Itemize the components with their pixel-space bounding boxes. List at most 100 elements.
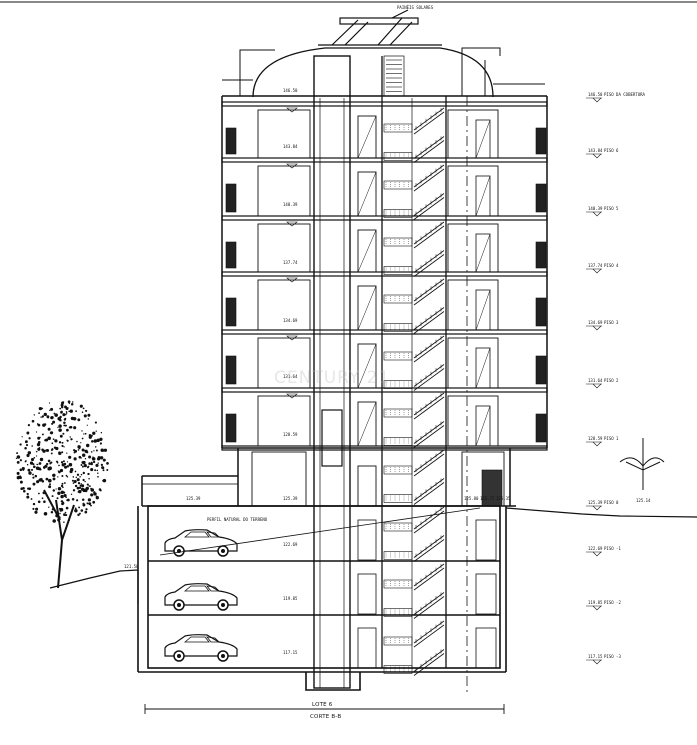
dimension-line <box>144 704 505 714</box>
level-name: PISO 4 <box>604 263 619 268</box>
stair-flight <box>383 221 445 249</box>
elev-entry-2: 125.77 <box>480 496 495 501</box>
car-icon <box>164 634 238 662</box>
balcony-right <box>535 297 547 327</box>
terrain-label: PERFIL NATURAL DO TERRENO <box>207 517 268 522</box>
elevator-shaft <box>313 55 351 689</box>
room-right <box>447 337 499 389</box>
balcony-left <box>225 127 237 155</box>
level-elevation-marker: 137.74 <box>283 260 298 265</box>
room-right <box>447 279 499 331</box>
terrain <box>49 507 697 604</box>
stair-flight <box>383 506 445 534</box>
floor-slabs <box>141 101 548 507</box>
terrain-profile-line <box>159 507 481 556</box>
level-name: PISO 3 <box>604 320 619 325</box>
basement <box>137 505 507 691</box>
parked-cars <box>164 529 238 662</box>
level-elevation: 119.85 <box>588 600 603 605</box>
elevator-car <box>321 409 343 467</box>
level-elevation: 128.59 <box>588 436 603 441</box>
room-right <box>447 165 499 217</box>
level-name: PISO 1 <box>604 436 619 441</box>
section-label: CORTE B-B <box>310 714 341 720</box>
floor-slab <box>221 157 548 163</box>
level-elevation: 143.84 <box>588 148 603 153</box>
stair-core <box>357 55 497 676</box>
stair-flight <box>383 278 445 306</box>
ground-room-left <box>251 451 307 507</box>
stair-flight <box>383 164 445 192</box>
level-elevation-marker: 122.69 <box>283 542 298 547</box>
level-elevation-marker: 143.84 <box>283 144 298 149</box>
elev-right-ground: 125.14 <box>636 498 651 503</box>
level-elevation-marker: 140.39 <box>283 202 298 207</box>
level-name: PISO DA COBERTURA <box>604 92 646 97</box>
roof-dome <box>252 47 494 98</box>
balcony-right <box>535 241 547 269</box>
stair-flight <box>383 136 445 163</box>
elev-entry-1: 125.80 <box>464 496 479 501</box>
car-icon <box>164 529 238 557</box>
elev-entry-3: 125.35 <box>496 496 511 501</box>
level-elevation: 131.64 <box>588 378 603 383</box>
stair-flight <box>383 364 445 391</box>
room-right <box>447 223 499 273</box>
stair-flight <box>383 307 445 334</box>
balcony-left <box>225 413 237 443</box>
level-elevation: 134.69 <box>588 320 603 325</box>
balcony-left <box>225 241 237 269</box>
room-right <box>447 395 499 447</box>
floor-slab <box>221 215 548 221</box>
level-elevation-marker: 117.15 <box>283 650 298 655</box>
balcony-right <box>535 355 547 385</box>
level-elevation-marker: 119.85 <box>283 596 298 601</box>
elev-terrace-left: 125.39 <box>186 496 201 501</box>
balcony-right <box>535 183 547 213</box>
floor-slab <box>221 387 548 393</box>
lot-label: LOTE 6 <box>312 702 333 708</box>
stair-flight <box>383 620 445 648</box>
stair-flight <box>383 250 445 277</box>
balcony-left <box>225 355 237 385</box>
floor-slab <box>221 329 548 335</box>
level-name: PISO -1 <box>604 546 621 551</box>
balcony-left <box>225 183 237 213</box>
level-elevation-marker: 146.50 <box>283 88 298 93</box>
tree <box>15 400 109 589</box>
stair-flight <box>383 193 445 220</box>
stair-flight <box>383 563 445 591</box>
stair-flight <box>383 535 445 562</box>
stair-flight <box>383 107 445 135</box>
floor-slab <box>221 271 548 277</box>
level-name: PISO 0 <box>604 500 619 505</box>
level-elevation: 122.69 <box>588 546 603 551</box>
level-elevation: 125.39 <box>588 500 603 505</box>
room-left <box>257 165 311 217</box>
level-elevation: 146.50 <box>588 92 603 97</box>
stair-flight <box>383 478 445 505</box>
level-elevation-marker: 128.59 <box>283 432 298 437</box>
car-icon <box>164 583 238 611</box>
balcony-left <box>225 297 237 327</box>
level-elevation: 137.74 <box>588 263 603 268</box>
north-arrow-icon <box>619 438 665 490</box>
level-elevation-marker: 125.39 <box>283 496 298 501</box>
room-left <box>257 395 311 447</box>
level-elevation: 117.15 <box>588 654 603 659</box>
floor-slab <box>221 445 548 451</box>
watermark: CENTURY 21 <box>274 368 390 388</box>
level-elevation: 140.39 <box>588 206 603 211</box>
balcony-right <box>535 127 547 155</box>
stair-flight <box>383 421 445 448</box>
room-left <box>257 109 311 159</box>
elev-left-ground: 121.58 <box>124 564 139 569</box>
